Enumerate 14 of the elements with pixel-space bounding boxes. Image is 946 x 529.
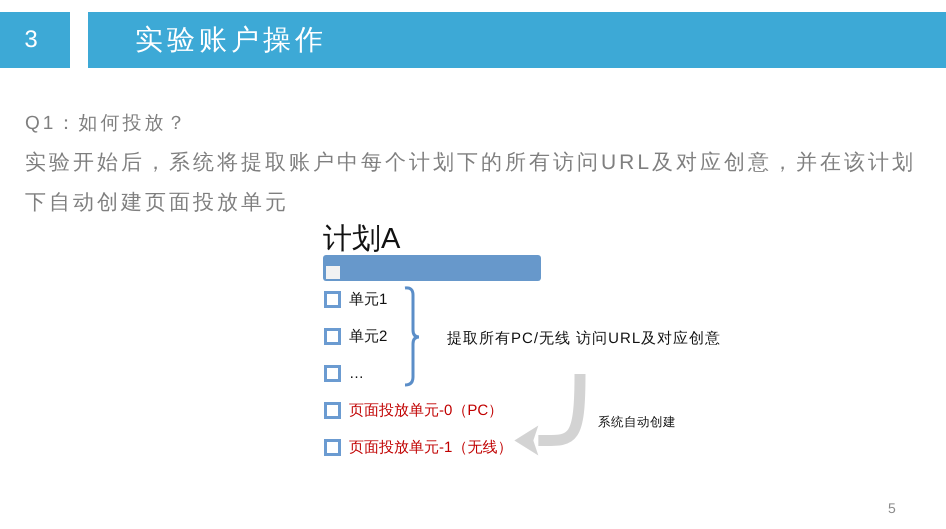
list-item-text: …	[349, 364, 364, 384]
page-number: 5	[888, 500, 896, 516]
list-item-text: 页面投放单元-0（PC）	[349, 400, 504, 420]
question-text: Q1：如何投放？	[25, 112, 188, 136]
list-item-text: 单元1	[349, 290, 388, 310]
paragraph-text: 实验开始后，系统将提取账户中每个计划下的所有访问URL及对应创意，并在该计划下自动创建页面投放单元	[25, 150, 918, 216]
title-bar: 实验账户操作	[88, 12, 946, 68]
edge-label: 系统自动创建	[596, 414, 678, 430]
curved-arrow	[514, 374, 586, 456]
note-text: 提取所有PC/无线 访问URL及对应创意	[447, 329, 722, 349]
list-item-text: 单元2	[349, 326, 388, 346]
list-item-text: 页面投放单元-1（无线）	[349, 438, 512, 458]
section-number: 3	[0, 12, 70, 68]
plan-heading: 计划A	[323, 225, 400, 253]
